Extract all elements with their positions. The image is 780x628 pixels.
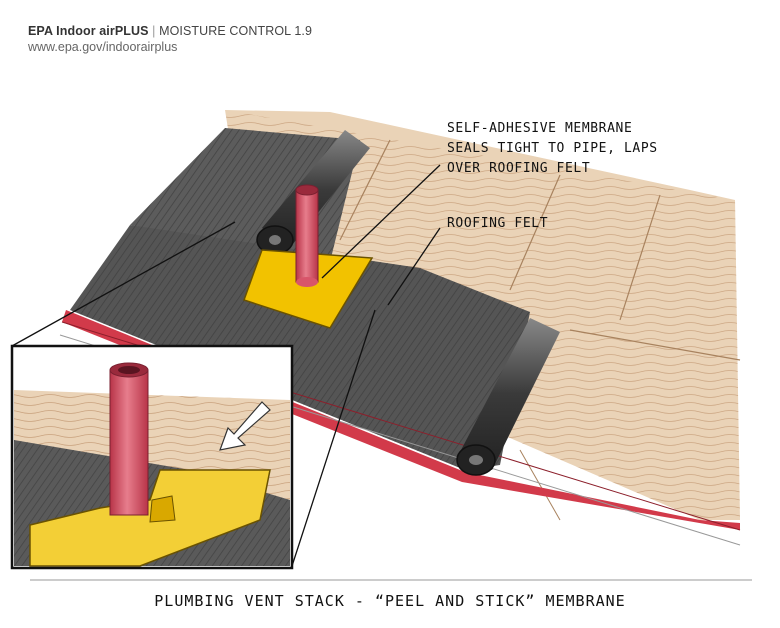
felt-roll-lower [456, 318, 560, 476]
roofing-felt [70, 225, 530, 470]
vent-pipe [295, 184, 319, 287]
header-url: www.epa.gov/indoorairplus [28, 40, 178, 54]
inset-detail [10, 344, 294, 570]
header-brand: EPA Indoor airPLUS [28, 24, 149, 38]
figure-caption: PLUMBING VENT STACK - “PEEL AND STICK” M… [154, 592, 626, 610]
header: EPA Indoor airPLUS | MOISTURE CONTROL 1.… [28, 24, 312, 54]
header-title: EPA Indoor airPLUS | MOISTURE CONTROL 1.… [28, 24, 312, 38]
membrane-callout-line3: OVER ROOFING FELT [447, 161, 591, 176]
membrane-callout: SELF-ADHESIVE MEMBRANE SEALS TIGHT TO PI… [447, 119, 658, 179]
felt-callout: ROOFING FELT [447, 216, 549, 231]
arrow-icon [219, 401, 271, 451]
header-separator: | [152, 24, 156, 38]
membrane-callout-line1: SELF-ADHESIVE MEMBRANE [447, 121, 633, 136]
membrane-callout-line2: SEALS TIGHT TO PIPE, LAPS [447, 141, 658, 156]
callout-leaders [11, 164, 441, 567]
header-section: MOISTURE CONTROL 1.9 [159, 24, 313, 38]
membrane-flashing [243, 249, 374, 329]
